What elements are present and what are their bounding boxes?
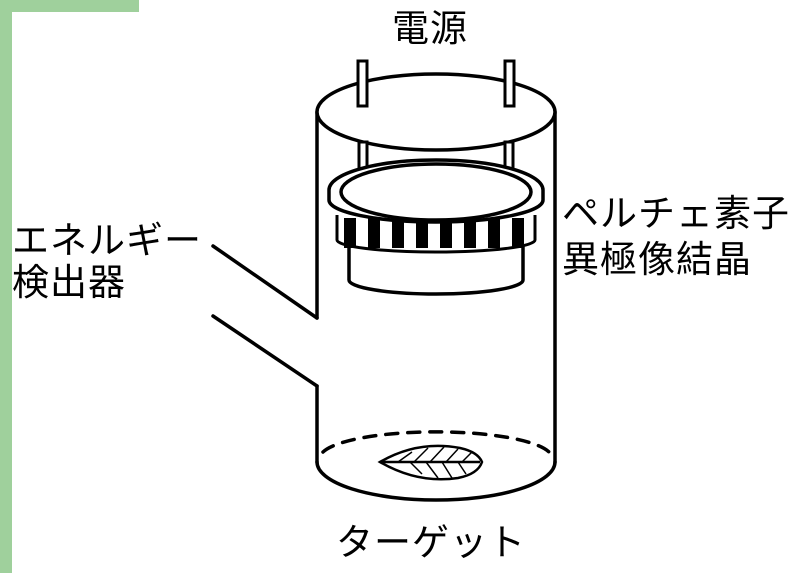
power-source-label: 電源 — [392, 7, 468, 50]
cylinder-bottom-front — [315, 460, 557, 502]
cylinder-top — [315, 72, 557, 152]
energy-detector-label-line2: 検出器 — [12, 261, 126, 304]
peltier-stripe — [368, 218, 380, 248]
energy-detector-label-line1: エネルギー — [12, 219, 202, 262]
holder-top — [339, 162, 533, 222]
target-label: ターゲット — [336, 521, 526, 564]
power-terminal-right — [503, 59, 516, 108]
detector-pipe-lower — [211, 314, 319, 388]
peltier-stripe — [488, 218, 500, 248]
target-leaf — [377, 444, 484, 481]
peltier-element — [335, 215, 537, 254]
energy-detector-label: エネルギー 検出器 — [12, 220, 202, 304]
peltier-stripe — [464, 218, 476, 248]
pyroelectric-crystal-label: 異極像結晶 — [562, 238, 752, 281]
power-terminal-left — [356, 59, 369, 108]
peltier-stripe — [392, 218, 404, 248]
top-frame-bar — [0, 0, 139, 12]
peltier-stripe — [344, 218, 356, 248]
detector-pipe-upper — [211, 244, 319, 320]
peltier-stripe — [440, 218, 452, 248]
peltier-element-label: ペルチェ素子 — [562, 192, 790, 235]
peltier-stripe — [416, 218, 428, 248]
left-frame-bar — [0, 0, 12, 573]
peltier-stripe — [512, 218, 524, 248]
peltier-crystal-label: ペルチェ素子 異極像結晶 — [562, 191, 790, 283]
cylinder-bottom-back — [321, 430, 551, 454]
